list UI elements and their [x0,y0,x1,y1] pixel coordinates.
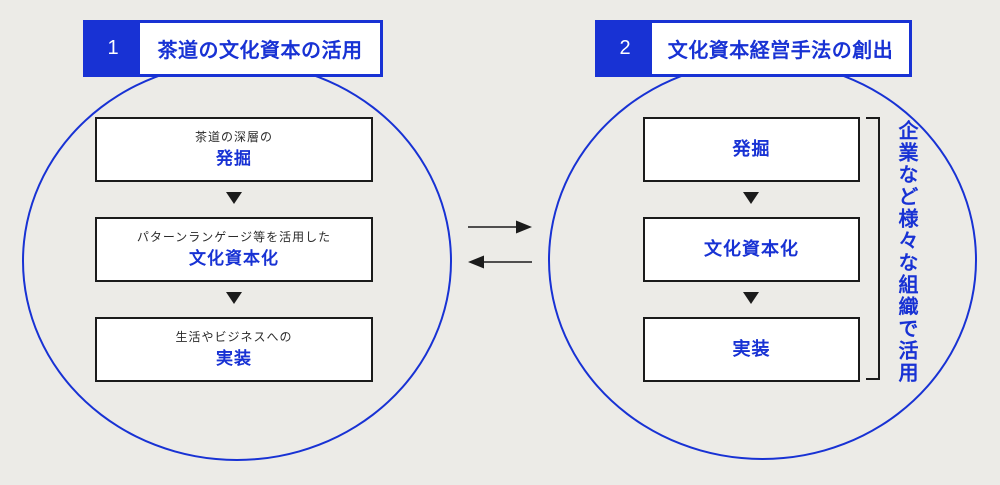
right-step-2-label: 文化資本化 [704,238,799,259]
left-step-3-box: 生活やビジネスへの 実装 [95,317,373,382]
left-step-2-label: 文化資本化 [189,248,279,268]
right-side-note: 企業など様々な組織で活用 [895,120,917,384]
right-panel-title: 文化資本経営手法の創出 [652,23,909,74]
right-step-3-label: 実装 [732,338,771,359]
right-panel-header: 2 文化資本経営手法の創出 [595,20,912,77]
right-panel-number-badge: 2 [598,23,652,74]
down-arrow-icon [743,192,759,204]
right-step-3-box: 実装 [643,317,860,382]
right-step-1-box: 発掘 [643,117,860,182]
down-arrow-icon [226,192,242,204]
exchange-arrows [468,220,532,269]
left-panel-number-badge: 1 [86,23,140,74]
down-arrow-icon [743,292,759,304]
right-arrow-icon [468,220,532,234]
left-step-3-sublabel: 生活やビジネスへの [175,330,293,345]
left-step-2-box: パターンランゲージ等を活用した 文化資本化 [95,217,373,282]
down-arrow-icon [226,292,242,304]
right-step-2-box: 文化資本化 [643,217,860,282]
left-panel-title: 茶道の文化資本の活用 [140,23,380,74]
left-step-1-label: 発掘 [216,148,252,168]
left-panel-header: 1 茶道の文化資本の活用 [83,20,383,77]
left-step-2-sublabel: パターンランゲージ等を活用した [136,230,332,245]
left-step-3-label: 実装 [216,348,252,368]
left-step-1-box: 茶道の深層の 発掘 [95,117,373,182]
left-step-1-sublabel: 茶道の深層の [194,130,273,145]
right-side-bracket [866,117,880,380]
right-step-1-label: 発掘 [732,138,771,159]
left-arrow-icon [468,255,532,269]
